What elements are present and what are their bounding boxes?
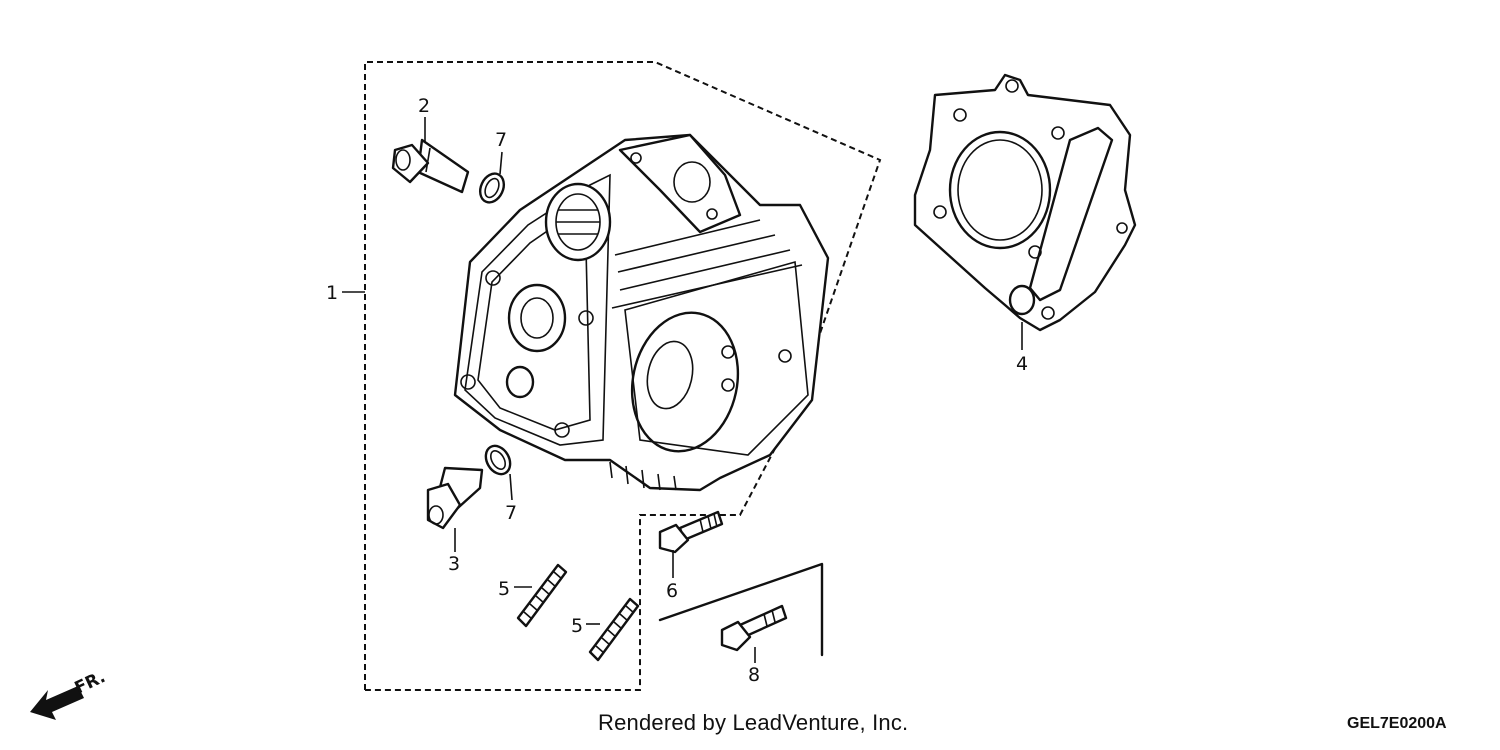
- head-gasket-part[interactable]: [913, 73, 1137, 332]
- callout-5-right: 5: [571, 615, 583, 637]
- part-8-box: [658, 562, 824, 657]
- callout-2: 2: [418, 95, 430, 117]
- callout-5-left: 5: [498, 578, 510, 600]
- callout-3: 3: [448, 553, 460, 575]
- drawing-code: GEL7E0200A: [1347, 715, 1447, 732]
- o-ring-part-7-lower[interactable]: [481, 442, 515, 479]
- callout-7-upper: 7: [495, 129, 507, 151]
- callout-7-lower: 7: [505, 502, 517, 524]
- o-ring-part-7-upper[interactable]: [476, 170, 509, 206]
- leader-lines: [342, 117, 1023, 663]
- assembly-boundary: [364, 61, 882, 691]
- bolt-part-8[interactable]: [720, 604, 788, 652]
- front-label: FR.: [72, 667, 109, 698]
- callout-6: 6: [666, 580, 678, 602]
- front-arrow-icon: [30, 686, 84, 720]
- upper-stud-part-2[interactable]: [391, 138, 470, 194]
- lower-stud-part-3[interactable]: [426, 466, 484, 530]
- callout-4: 4: [1016, 353, 1028, 375]
- render-credit: Rendered by LeadVenture, Inc.: [598, 710, 909, 735]
- cylinder-head-part[interactable]: [453, 133, 830, 492]
- front-direction-indicator: FR.: [30, 667, 109, 720]
- stud-part-5-right[interactable]: [588, 597, 640, 662]
- callout-1: 1: [326, 282, 338, 304]
- callout-8: 8: [748, 664, 760, 686]
- stud-part-5-left[interactable]: [516, 563, 568, 628]
- callout-labels: 1 2 3 4 5 5 6 7 7 8: [326, 95, 1028, 686]
- bolt-part-6[interactable]: [658, 510, 724, 554]
